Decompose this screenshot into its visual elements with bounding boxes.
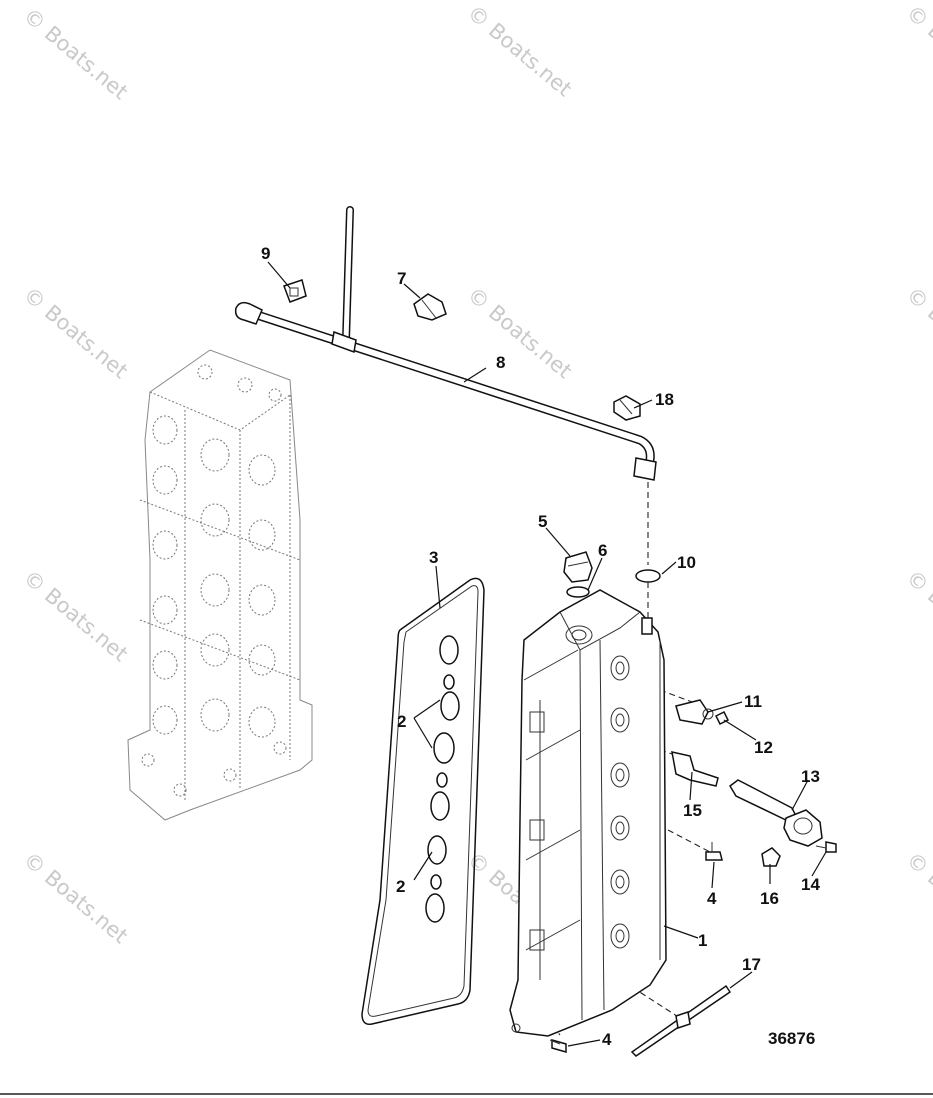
fill-cap-o-ring — [566, 586, 590, 598]
cam-sensor — [675, 699, 714, 725]
watermark: © Boats.net — [463, 282, 577, 383]
callout-11: 11 — [744, 692, 762, 711]
cylinder-head-ghost — [127, 349, 313, 821]
callout-9: 9 — [261, 244, 270, 263]
callout-10: 10 — [677, 553, 696, 572]
callout-12: 12 — [754, 738, 773, 757]
callout-4: 4 — [602, 1030, 612, 1049]
leader-lines — [267, 261, 827, 1047]
ignition-stud — [671, 751, 719, 787]
watermark: © Boats.net — [19, 282, 133, 383]
coil-washer — [761, 847, 781, 867]
callout-8: 8 — [496, 353, 505, 372]
spark-plug-seals — [425, 635, 460, 923]
callout-2: 2 — [396, 877, 405, 896]
watermark: © Boats.net — [19, 565, 133, 666]
strap-17 — [630, 984, 732, 1057]
callout-4: 4 — [707, 889, 717, 908]
callout-17: 17 — [742, 955, 761, 974]
callout-1: 1 — [698, 931, 707, 950]
watermark: © Boats.net — [902, 282, 933, 383]
ignition-coil — [729, 779, 823, 847]
callout-13: 13 — [801, 767, 820, 786]
hose-clamp-18 — [613, 395, 641, 421]
oil-fill-cap — [563, 551, 593, 583]
callout-2: 2 — [397, 712, 406, 731]
cover-screw-lower — [549, 1039, 567, 1053]
callout-3: 3 — [429, 548, 438, 567]
watermark: © Boats.net — [19, 847, 133, 948]
callout-14: 14 — [801, 875, 820, 894]
callout-15: 15 — [683, 801, 702, 820]
valve-cover-gasket — [361, 577, 485, 1026]
callout-16: 16 — [760, 889, 779, 908]
callout-labels: 1 2 2 3 4 4 5 6 7 8 9 10 11 12 13 14 15 … — [261, 244, 820, 1049]
cylinder-head-cover — [509, 589, 667, 1037]
hose-clip-7 — [413, 293, 447, 321]
watermark: © Boats.net — [463, 0, 577, 101]
vent-hose — [234, 206, 657, 481]
watermark: © Boats.net — [902, 0, 933, 101]
watermark: © Boats.net — [902, 565, 933, 666]
hose-clip-9 — [283, 279, 307, 303]
callout-7: 7 — [397, 269, 406, 288]
vent-ring — [635, 569, 661, 583]
callout-6: 6 — [598, 541, 607, 560]
watermark: © Boats.net — [902, 847, 933, 948]
coil-bolt — [815, 841, 837, 853]
callout-18: 18 — [655, 390, 674, 409]
watermark: © Boats.net — [19, 3, 133, 104]
figure-number: 36876 — [768, 1029, 815, 1048]
sensor-screw — [714, 710, 730, 726]
callout-5: 5 — [538, 512, 547, 531]
cover-screw-upper — [705, 842, 723, 861]
